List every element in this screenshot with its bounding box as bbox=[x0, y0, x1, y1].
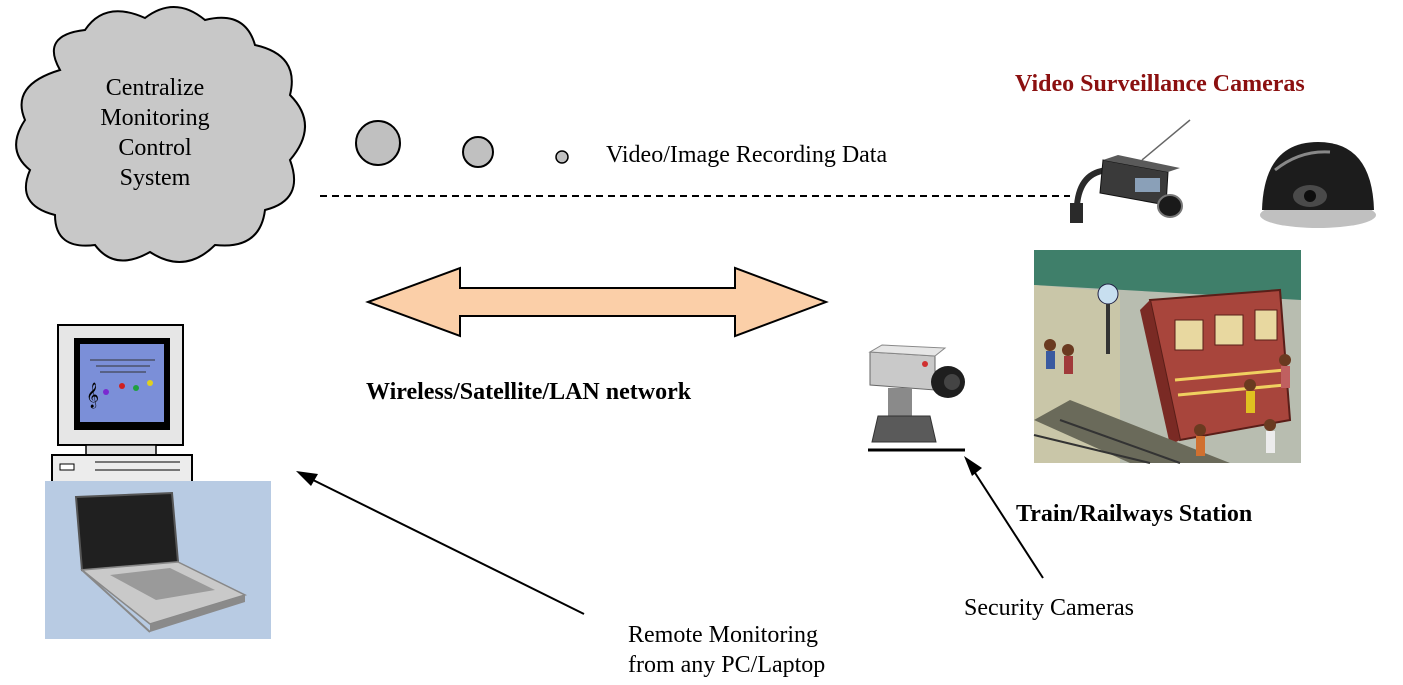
network-double-arrow bbox=[365, 266, 829, 338]
remote-pointer-line bbox=[304, 475, 585, 615]
remote-pointer-arrowhead bbox=[296, 471, 318, 486]
surveillance-title: Video Surveillance Cameras bbox=[1015, 71, 1305, 97]
data-bubble-medium bbox=[462, 136, 494, 168]
security-pointer-line bbox=[967, 461, 1044, 579]
monitoring-cloud-shape bbox=[15, 6, 306, 263]
cloud-label: Centralize Monitoring Control System bbox=[60, 73, 250, 193]
network-label: Wireless/Satellite/LAN network bbox=[366, 379, 692, 405]
remote-line-2: from any PC/Laptop bbox=[628, 652, 826, 678]
cloud-line-3: Control bbox=[118, 135, 192, 161]
cloud-line-4: System bbox=[119, 165, 191, 191]
security-cameras-label: Security Cameras bbox=[964, 595, 1134, 621]
remote-monitoring-label: Remote Monitoring from any PC/Laptop bbox=[628, 620, 825, 680]
svg-text:𝄞: 𝄞 bbox=[86, 382, 99, 408]
laptop-image bbox=[45, 481, 271, 639]
outdoor-camera-image bbox=[1070, 119, 1191, 223]
recording-data-label: Video/Image Recording Data bbox=[606, 142, 888, 168]
security-pointer-arrowhead bbox=[964, 456, 982, 476]
desktop-pc-image: 𝄞 bbox=[51, 324, 193, 484]
data-bubble-small bbox=[555, 150, 569, 164]
cloud-line-1: Centralize bbox=[105, 75, 205, 101]
dome-camera-image bbox=[1255, 123, 1385, 241]
station-label: Train/Railways Station bbox=[1016, 501, 1253, 527]
remote-line-1: Remote Monitoring bbox=[628, 622, 818, 648]
security-camera-image bbox=[868, 344, 965, 443]
data-bubble-large bbox=[355, 120, 401, 166]
cloud-line-2: Monitoring bbox=[100, 105, 210, 131]
railway-station-image bbox=[1033, 250, 1301, 464]
